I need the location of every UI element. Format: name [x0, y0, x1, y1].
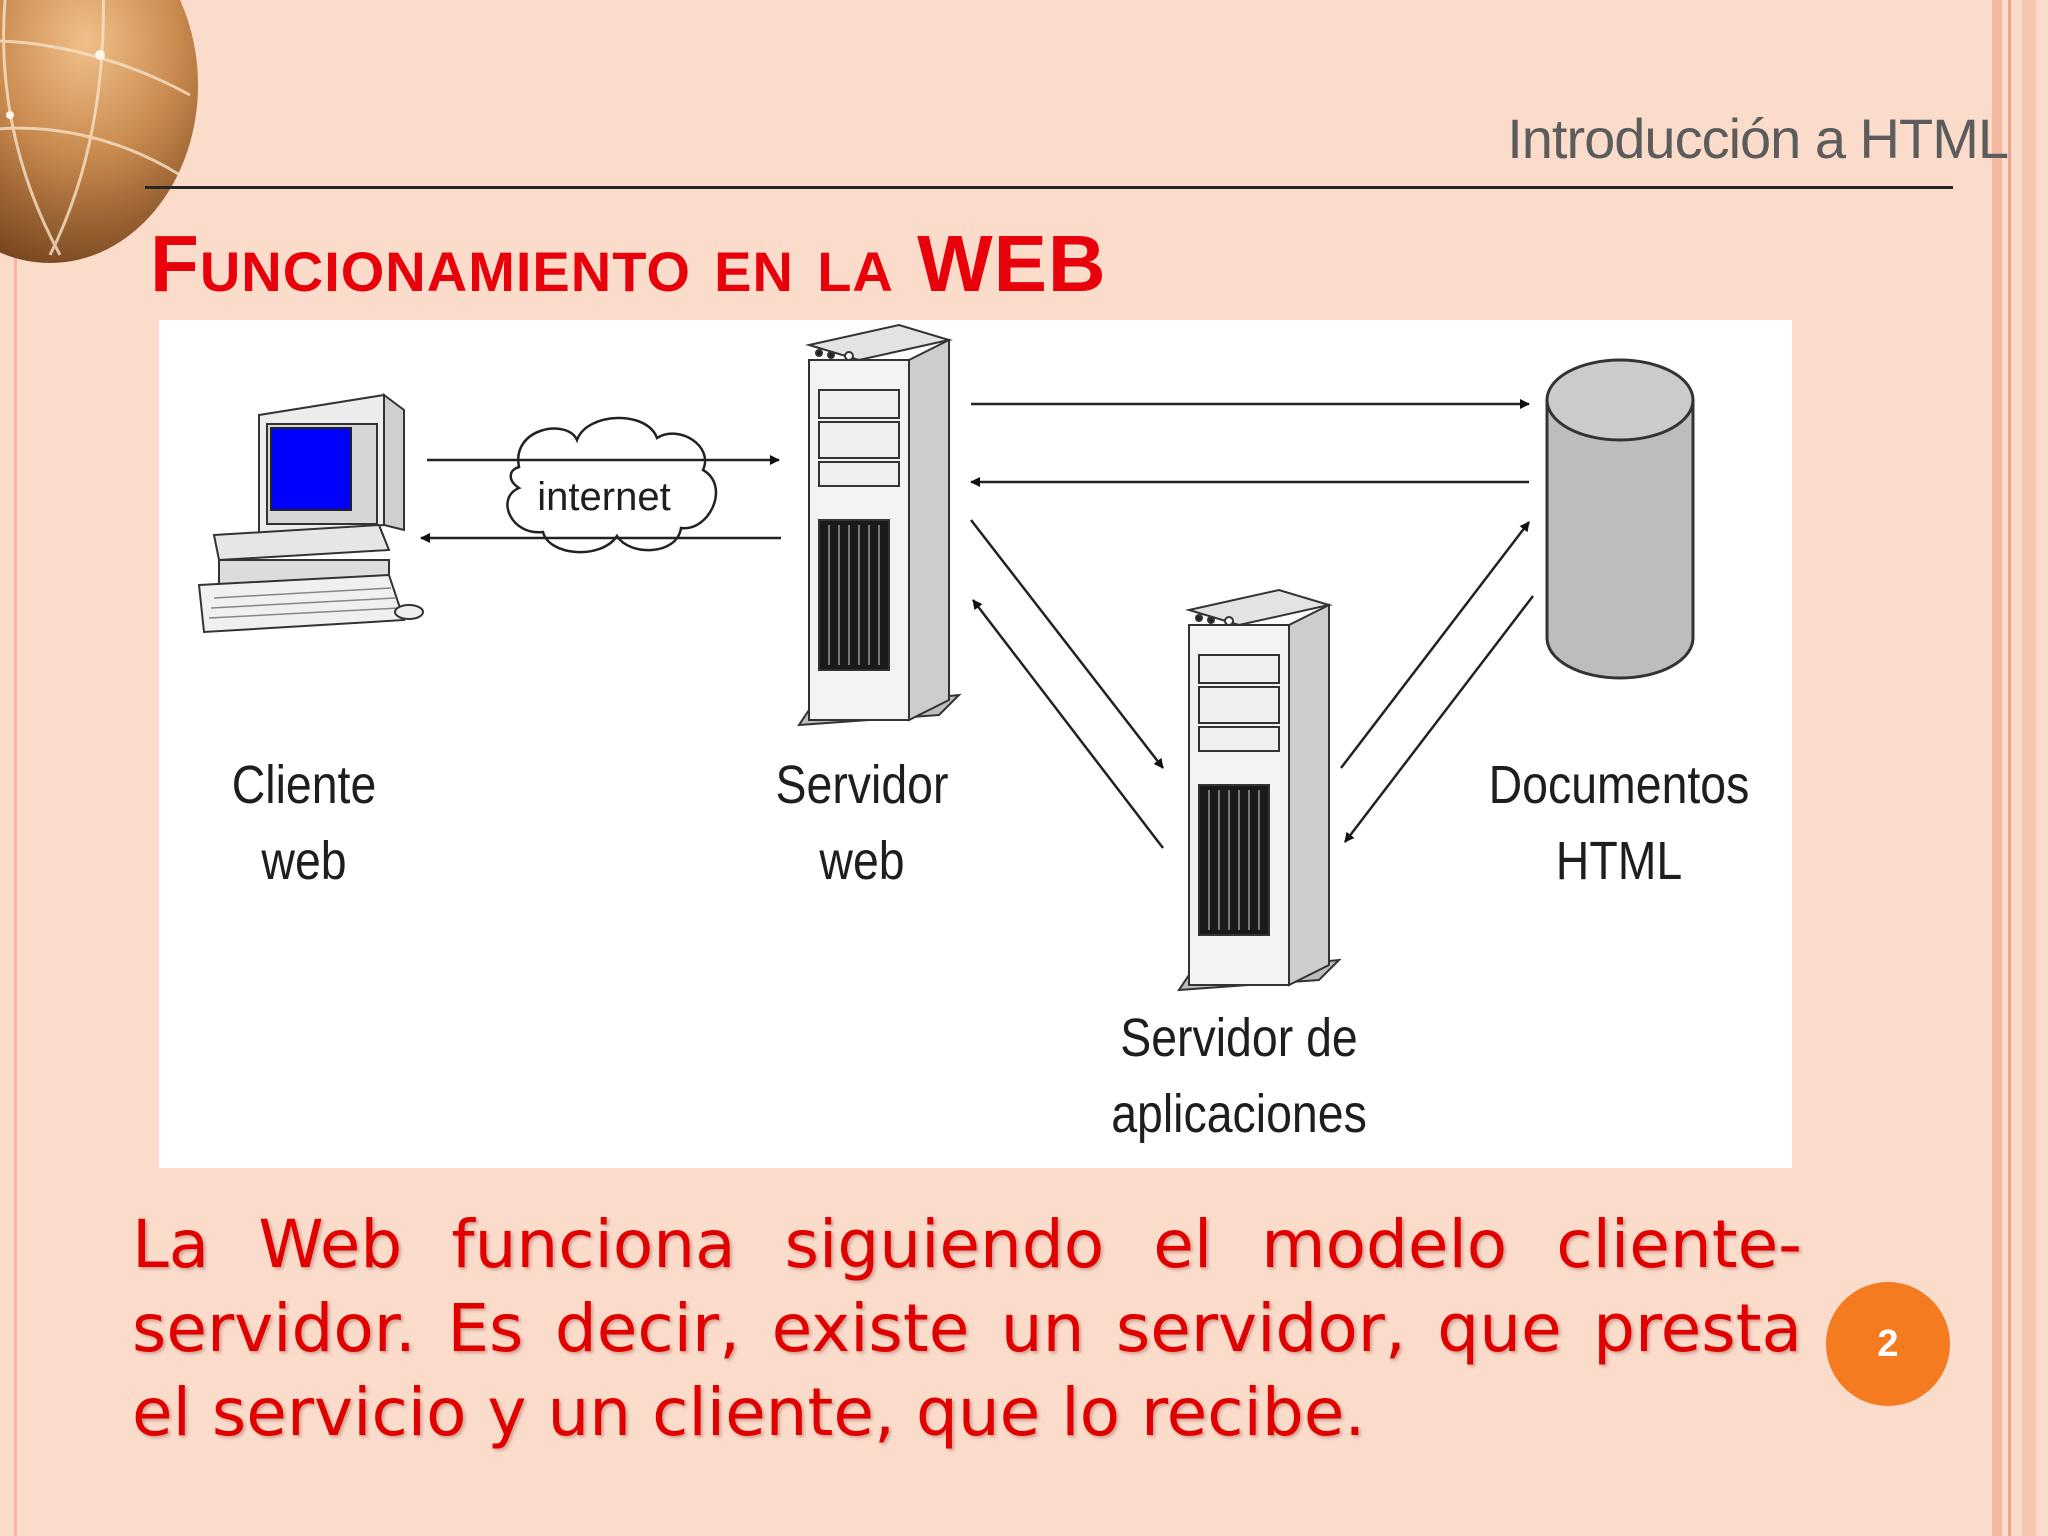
cloud-label: internet — [537, 475, 670, 519]
web-server-label-line-2: web — [819, 831, 905, 891]
header-divider — [145, 186, 1953, 189]
database-cylinder-icon — [1545, 358, 1695, 680]
web-server-label: Servidor web — [733, 747, 991, 899]
arrow-web-server-to-app-server — [970, 519, 1164, 769]
app-server-tower-icon — [1177, 588, 1342, 992]
client-server-diagram: internet — [197, 323, 1695, 992]
app-server-label: Servidor de aplicaciones — [1084, 1000, 1394, 1152]
client-web-label: Cliente web — [184, 747, 425, 899]
slide-header: Introducción a HTML — [1507, 107, 2009, 170]
documents-label: Documentos HTML — [1473, 747, 1765, 899]
client-computer-icon — [197, 393, 424, 634]
client-web-label-line-1: Cliente — [231, 755, 377, 815]
globe-decoration-icon — [0, 0, 198, 263]
web-server-tower-icon — [797, 323, 962, 727]
right-stripe-1 — [1992, 0, 2002, 1536]
client-web-label-line-2: web — [261, 831, 347, 891]
documents-label-line-1: Documentos — [1488, 755, 1750, 815]
right-stripe-2 — [2008, 0, 2011, 1536]
page-number-badge: 2 — [1826, 1282, 1950, 1406]
body-text: La Web funciona siguiendo el modelo clie… — [132, 1206, 1802, 1451]
app-server-label-line-2: aplicaciones — [1111, 1084, 1367, 1144]
diagram-panel: internet Cliente web Servidor web Servid… — [159, 320, 1792, 1168]
arrow-app-server-to-web-server — [972, 599, 1164, 849]
arrow-documents-to-app-server — [1344, 595, 1534, 843]
left-stripe — [14, 0, 17, 1536]
right-stripe-3 — [2022, 0, 2036, 1536]
internet-cloud-icon — [506, 416, 718, 554]
web-server-label-line-1: Servidor — [775, 755, 949, 815]
app-server-label-line-1: Servidor de — [1120, 1008, 1358, 1068]
arrow-app-server-to-documents — [1340, 521, 1530, 769]
documents-label-line-2: HTML — [1555, 831, 1683, 891]
slide-title: Funcionamiento en la WEB — [150, 219, 1107, 308]
